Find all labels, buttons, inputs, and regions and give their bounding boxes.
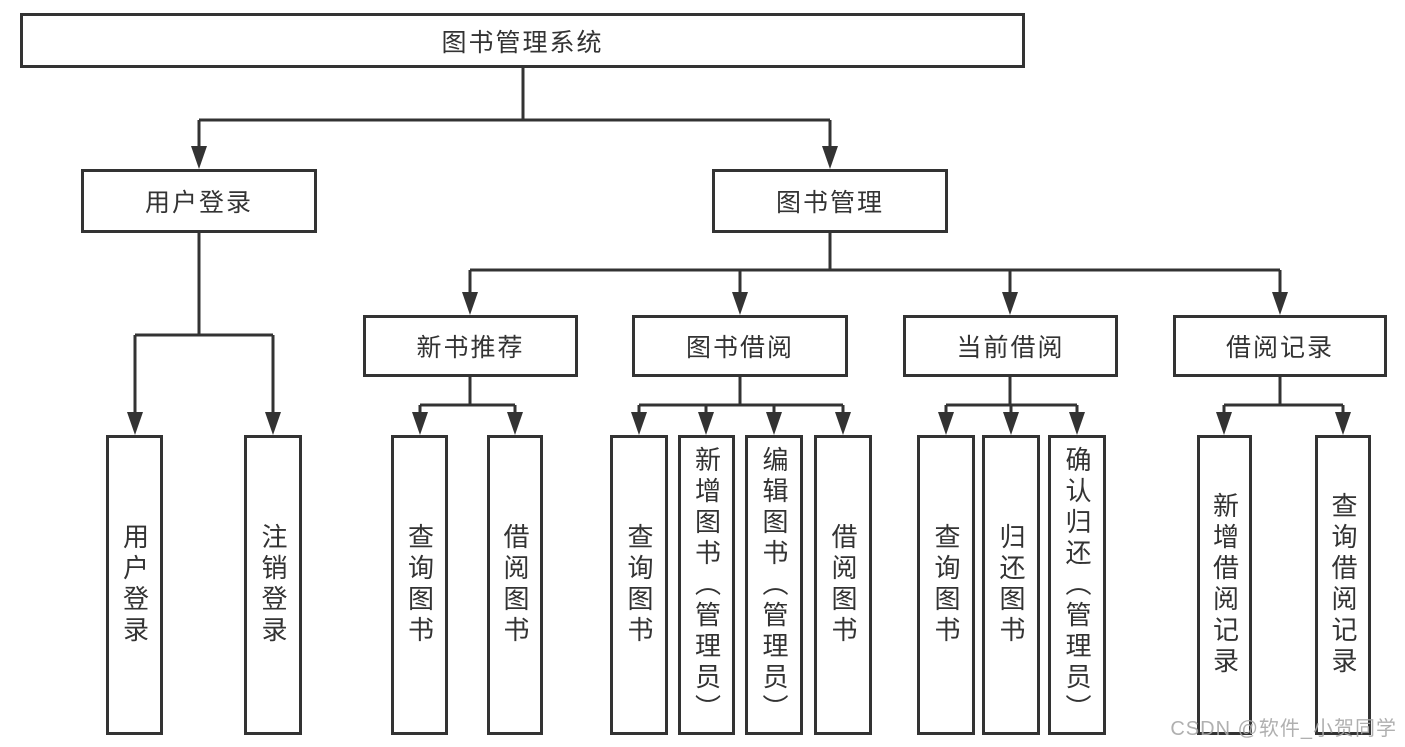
node-book-management: 图书管理	[712, 169, 948, 233]
node-label: 注销登录	[258, 523, 288, 647]
node-label: 查询图书	[624, 523, 654, 647]
leaf-query-books-recommend: 查询图书	[391, 435, 448, 735]
node-label: 图书管理	[775, 189, 884, 217]
node-label: 查询图书	[931, 523, 961, 647]
leaf-edit-books-admin: 编辑图书（管理员）	[745, 435, 803, 735]
leaf-borrow-books-recommend: 借阅图书	[487, 435, 543, 735]
node-label: 新书推荐	[416, 334, 525, 362]
node-label: 用户登录	[119, 523, 150, 647]
node-label: 借阅图书	[828, 523, 858, 647]
leaf-borrow-books: 借阅图书	[814, 435, 872, 735]
connector-book-management-children	[462, 233, 1288, 315]
connector-borrow-records-children	[1216, 377, 1351, 435]
leaf-confirm-return-admin: 确认归还（管理员）	[1048, 435, 1106, 735]
node-label: 确认归还（管理员）	[1062, 445, 1092, 725]
node-label: 用户登录	[144, 189, 253, 217]
leaf-query-borrow-record: 查询借阅记录	[1315, 435, 1371, 735]
connector-current-borrow-children	[938, 377, 1085, 435]
watermark: CSDN @软件_小贺同学	[1170, 718, 1397, 740]
leaf-add-books-admin: 新增图书（管理员）	[678, 435, 735, 735]
node-label: 图书借阅	[685, 334, 794, 362]
node-label: 编辑图书（管理员）	[759, 445, 789, 725]
node-label: 借阅图书	[500, 523, 530, 647]
connector-root-to-level2	[191, 68, 838, 169]
node-label: 归还图书	[996, 523, 1026, 647]
leaf-add-borrow-record: 新增借阅记录	[1197, 435, 1252, 735]
node-user-login: 用户登录	[81, 169, 317, 233]
connector-book-borrow-children	[631, 377, 851, 435]
leaf-query-books-borrow: 查询图书	[610, 435, 668, 735]
leaf-user-login: 用户登录	[106, 435, 163, 735]
node-borrow-records: 借阅记录	[1173, 315, 1387, 377]
connector-new-book-recommend-children	[412, 377, 523, 435]
node-label: 当前借阅	[956, 334, 1065, 362]
node-book-borrow: 图书借阅	[632, 315, 848, 377]
node-label: 图书管理系统	[441, 28, 604, 57]
node-label: 新增图书（管理员）	[691, 445, 722, 725]
node-label: 借阅记录	[1225, 334, 1334, 362]
node-library-management-system: 图书管理系统	[20, 13, 1025, 68]
node-label: 查询图书	[404, 523, 435, 647]
node-new-book-recommend: 新书推荐	[363, 315, 578, 377]
connector-user-login-children	[127, 233, 281, 435]
node-current-borrow: 当前借阅	[903, 315, 1118, 377]
leaf-query-books-current: 查询图书	[917, 435, 975, 735]
leaf-logout: 注销登录	[244, 435, 302, 735]
node-label: 新增借阅记录	[1209, 492, 1240, 678]
node-label: 查询借阅记录	[1328, 492, 1358, 678]
leaf-return-books: 归还图书	[982, 435, 1040, 735]
